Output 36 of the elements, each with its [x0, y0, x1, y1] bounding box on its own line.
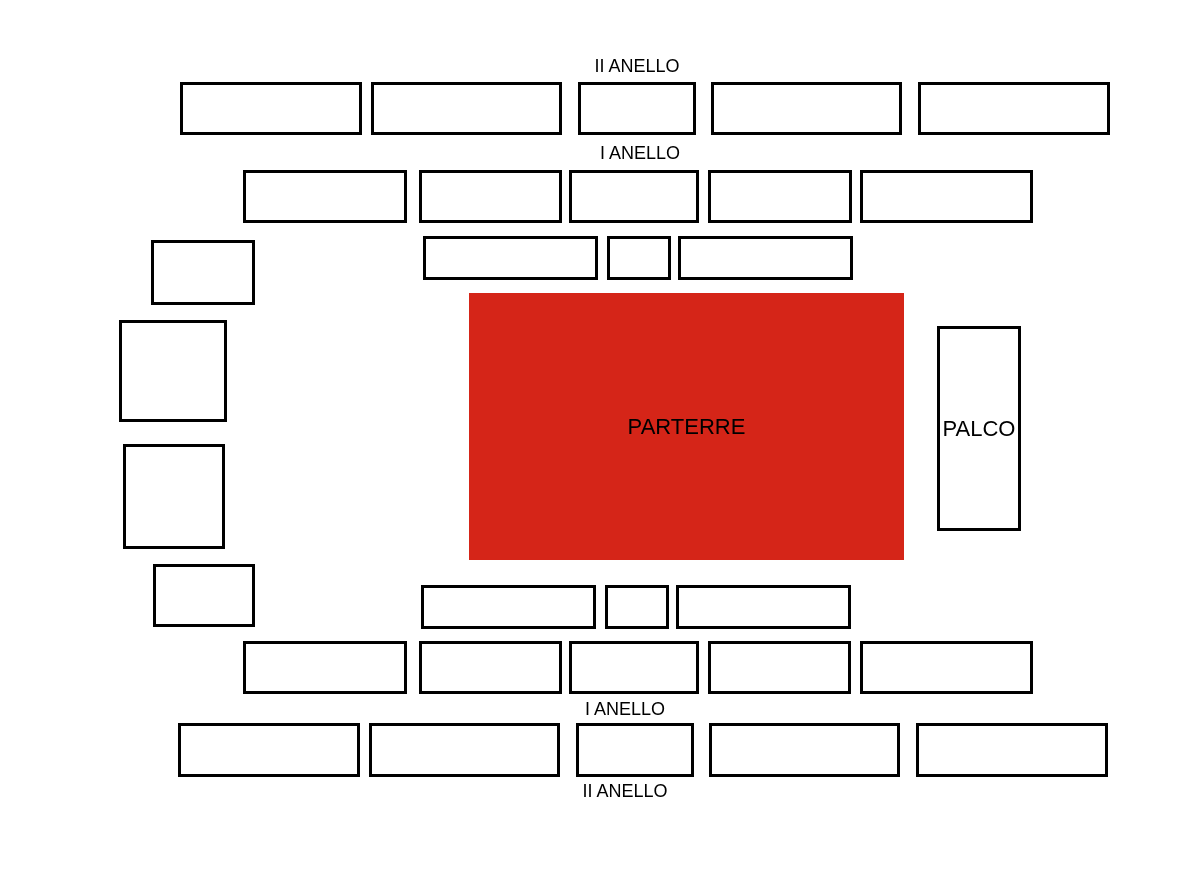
seating-section — [243, 641, 407, 694]
seating-section — [569, 170, 699, 223]
seating-section — [180, 82, 362, 135]
seating-section — [123, 444, 225, 549]
seating-section — [419, 170, 562, 223]
seating-section — [916, 723, 1108, 777]
parterre-area: PARTERRE — [469, 293, 904, 560]
ring-label: II ANELLO — [594, 56, 680, 77]
seating-section — [676, 585, 851, 629]
seating-section — [243, 170, 407, 223]
seating-section — [708, 641, 851, 694]
seating-section — [605, 585, 669, 629]
ring-label: II ANELLO — [582, 781, 668, 802]
seating-section — [178, 723, 360, 777]
seating-section — [860, 641, 1033, 694]
seating-section — [711, 82, 902, 135]
seating-section — [371, 82, 562, 135]
ring-label: I ANELLO — [585, 699, 665, 720]
seating-section — [918, 82, 1110, 135]
stage-area: PALCO — [937, 326, 1021, 531]
seating-section — [709, 723, 900, 777]
seating-section — [569, 641, 699, 694]
seating-section — [421, 585, 596, 629]
seating-section — [708, 170, 852, 223]
seating-section — [151, 240, 255, 305]
ring-label: I ANELLO — [600, 143, 680, 164]
seating-section — [369, 723, 560, 777]
seating-section — [678, 236, 853, 280]
seating-section — [419, 641, 562, 694]
seating-section — [578, 82, 696, 135]
seating-section — [576, 723, 694, 777]
seating-section — [423, 236, 598, 280]
seating-section — [860, 170, 1033, 223]
seating-section — [607, 236, 671, 280]
seating-section — [153, 564, 255, 627]
seating-section — [119, 320, 227, 422]
